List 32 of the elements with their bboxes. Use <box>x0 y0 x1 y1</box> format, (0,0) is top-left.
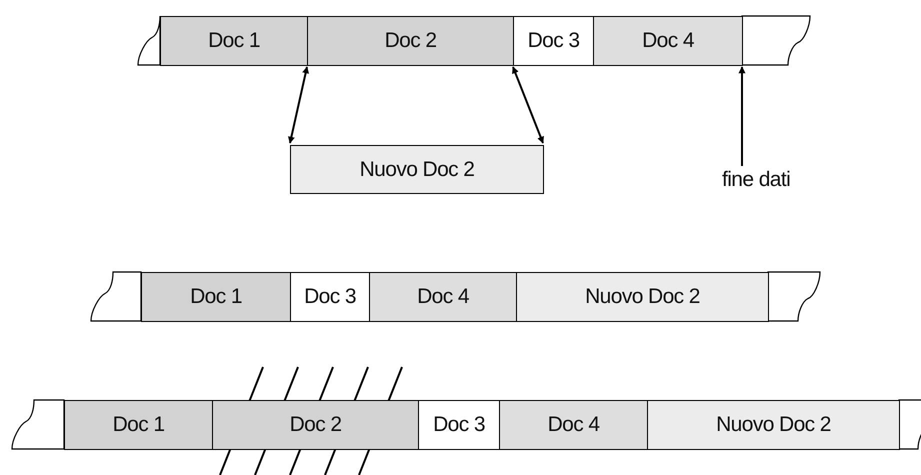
segment-label: Nuovo Doc 2 <box>585 285 700 309</box>
document-segment <box>647 400 900 450</box>
double-arrow <box>512 66 544 144</box>
document-segment <box>141 272 291 322</box>
segment-label: Doc 2 <box>290 413 342 437</box>
document-segment <box>593 16 743 66</box>
document-segment <box>212 400 419 450</box>
document-segment <box>307 16 514 66</box>
segment-label: Doc 3 <box>433 413 485 437</box>
segment-label: Doc 1 <box>112 413 164 437</box>
document-segment <box>369 272 517 322</box>
double-arrow <box>288 66 310 144</box>
annotation-text: fine dati <box>722 168 790 192</box>
document-segment <box>160 16 308 66</box>
segment-label: Nuovo Doc 2 <box>716 413 831 437</box>
segment-label: Nuovo Doc 2 <box>360 158 474 182</box>
segment-label: Doc 4 <box>417 285 469 309</box>
segment-label: Doc 3 <box>528 29 580 53</box>
new-document-box <box>290 145 544 194</box>
segment-label: Doc 4 <box>642 29 694 53</box>
document-segment <box>418 400 500 450</box>
arrow <box>738 66 746 166</box>
document-segment <box>513 16 594 66</box>
segment-label: Doc 4 <box>548 413 600 437</box>
segment-label: Doc 1 <box>208 29 260 53</box>
segment-label: Doc 2 <box>384 29 436 53</box>
document-segment <box>290 272 370 322</box>
document-segment <box>499 400 648 450</box>
segment-label: Doc 1 <box>190 285 242 309</box>
document-segment <box>64 400 213 450</box>
document-segment <box>516 272 769 322</box>
segment-label: Doc 3 <box>304 285 356 309</box>
